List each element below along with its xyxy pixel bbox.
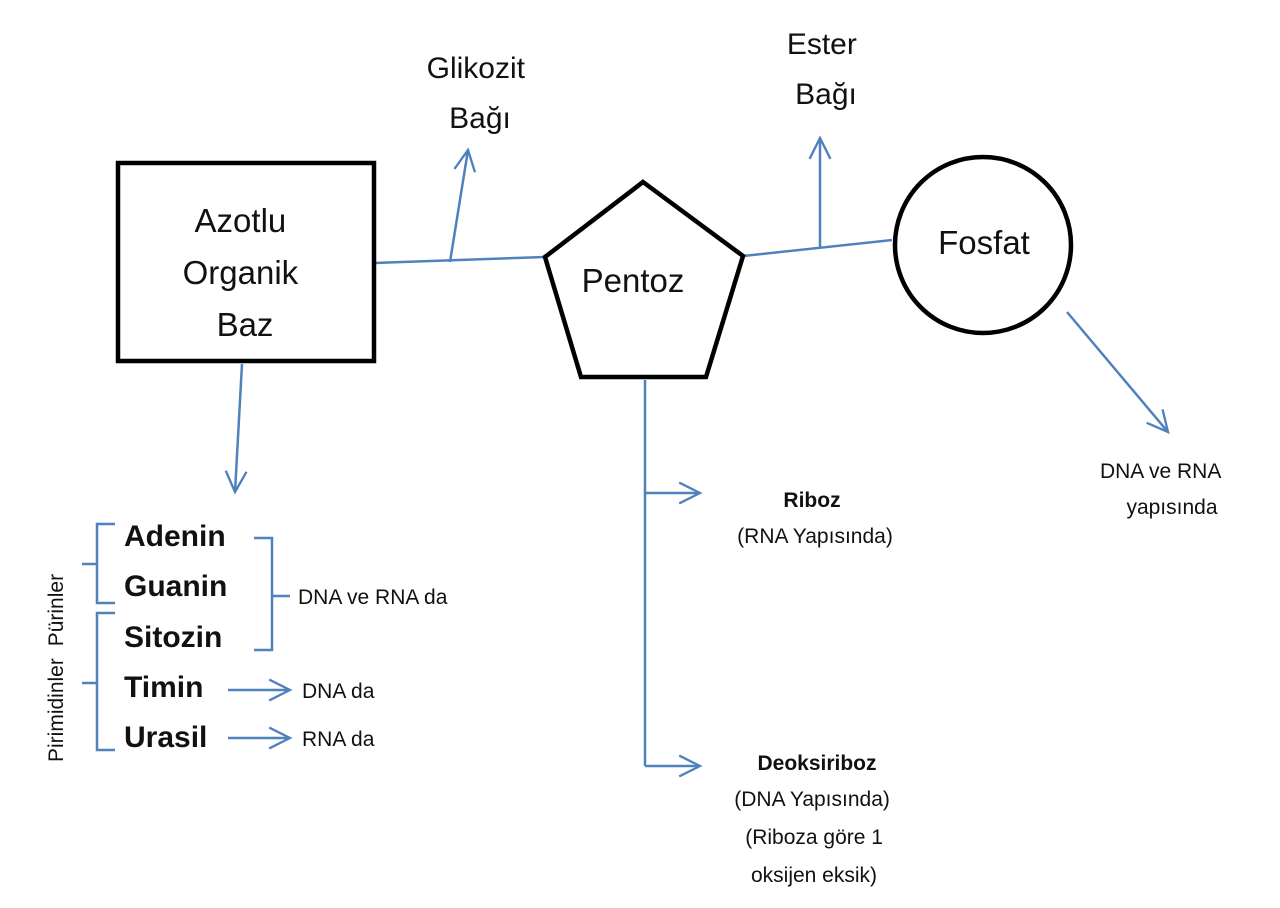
thymine-note: DNA da (302, 680, 375, 703)
dna-rna-note: DNA ve RNA da (298, 586, 448, 609)
base-item-thymine: Timin (124, 671, 203, 704)
ribose-title: Riboz (783, 489, 840, 512)
glycosidic-bond-label: Glikozit Bağı (427, 52, 534, 135)
purine-brace (82, 522, 115, 605)
ribose-note: (RNA Yapısında) (737, 525, 893, 548)
phosphate-arrow (1066, 311, 1168, 432)
base-box (115, 160, 377, 364)
pentose-label: Pentoz (582, 262, 685, 299)
phosphate-label: Fosfat (938, 224, 1030, 261)
base-item-guanine: Guanin (124, 570, 227, 603)
pentose-pentagon (542, 179, 746, 380)
base-item-adenine: Adenin (124, 520, 226, 553)
deoxyribose-note: (DNA Yapısında) (Riboza göre 1 oksijen e… (734, 788, 895, 887)
phosphate-note: DNA ve RNA yapısında (1100, 460, 1226, 519)
base-item-cytosine: Sitozin (124, 621, 222, 654)
uracil-note: RNA da (302, 728, 375, 751)
pyrimidine-brace (82, 611, 115, 752)
base-down-arrow (235, 363, 242, 492)
dna-rna-brace (254, 536, 290, 652)
phosphate-circle (892, 154, 1074, 336)
base-label: Azotlu Organik Baz (183, 202, 308, 343)
base-pentose-connector (373, 255, 546, 265)
pentose-phosphate-connector (742, 238, 893, 258)
deoxyribose-title: Deoksiriboz (757, 752, 876, 775)
pyrimidines-group-label: Pirimidinler Pürinler (45, 574, 68, 762)
glycosidic-bond-arrow (448, 150, 468, 263)
base-item-uracil: Urasil (124, 721, 207, 754)
ester-bond-label: Ester Bağı (787, 28, 865, 111)
